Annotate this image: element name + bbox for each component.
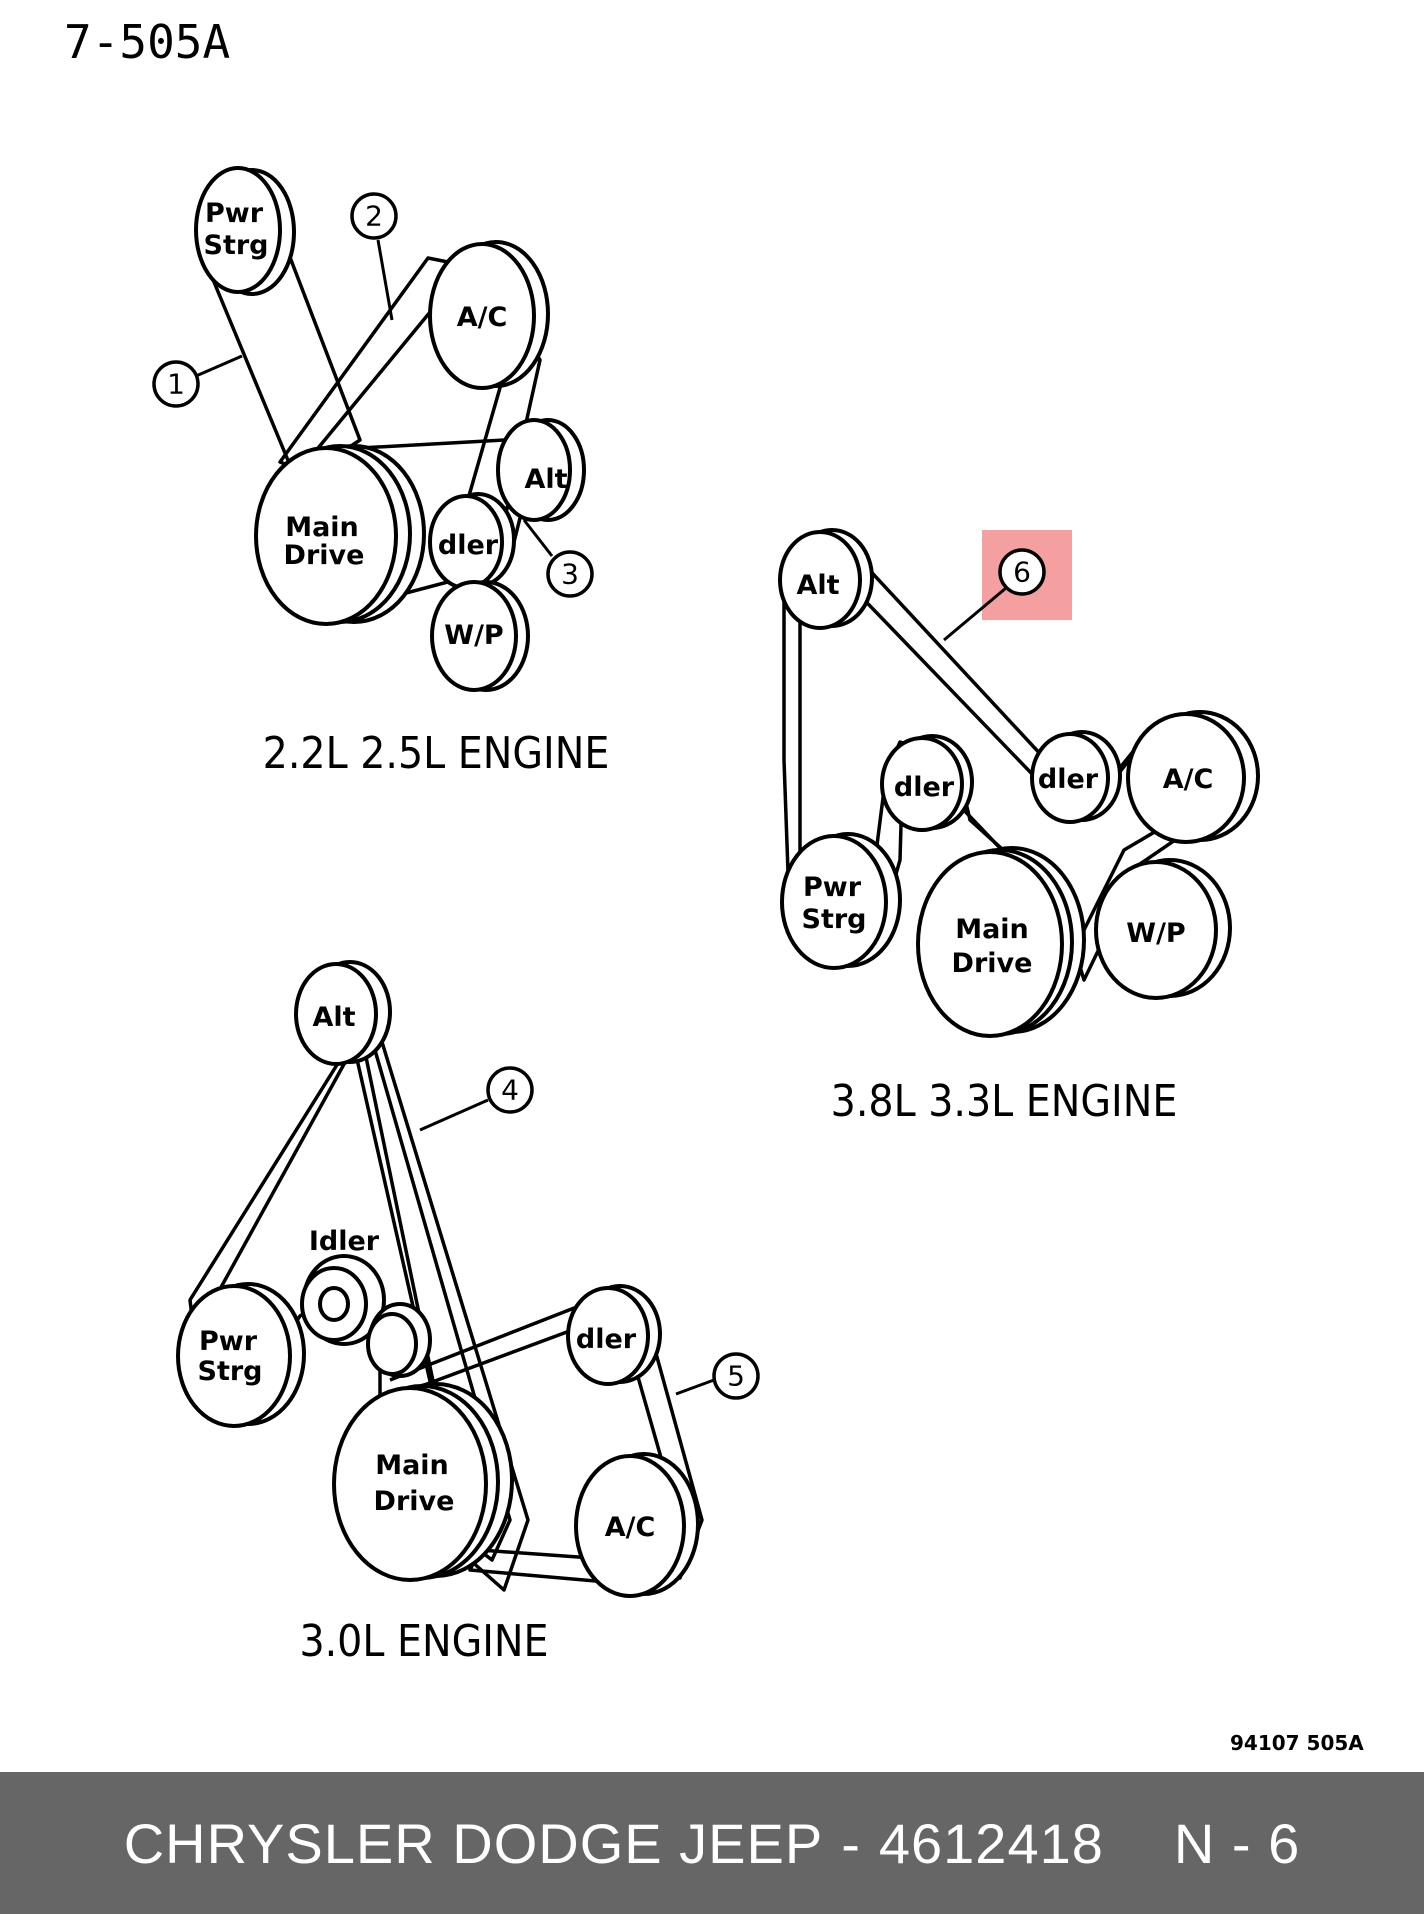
pulley-ac: A/C: [574, 1452, 700, 1598]
pulley-wp: W/P: [430, 580, 530, 692]
svg-text:Drive: Drive: [284, 540, 365, 571]
callout-1: 1: [152, 354, 243, 408]
engine-diagram-2-2l-2-5l: Pwr Strg A/C Alt Main Drive dler: [152, 166, 610, 779]
footer-brand: CHRYSLER DODGE JEEP: [123, 1811, 824, 1875]
svg-text:4: 4: [501, 1074, 519, 1107]
svg-text:Strg: Strg: [802, 904, 867, 935]
engine-caption-3-8l-3-3l: 3.8L 3.3L ENGINE: [831, 1076, 1178, 1127]
svg-text:Main: Main: [285, 512, 359, 543]
label-idler: Idler: [309, 1226, 380, 1257]
footer-separator: -: [841, 1811, 861, 1875]
svg-text:Pwr: Pwr: [205, 198, 264, 229]
pulley-alt: Alt: [778, 528, 874, 630]
engine-diagram-3-0l: Alt Idler Pwr Strg dler Main Drive: [176, 960, 760, 1667]
svg-text:Pwr: Pwr: [199, 1326, 258, 1357]
svg-text:dler: dler: [894, 772, 955, 803]
callout-5: 5: [675, 1352, 760, 1400]
svg-text:Alt: Alt: [524, 464, 567, 495]
svg-text:1: 1: [167, 368, 185, 401]
callout-6: 6: [943, 548, 1046, 642]
footer-bar: CHRYSLER DODGE JEEP - 4612418 N - 6: [0, 1772, 1424, 1914]
pulley-main-drive: Main Drive: [332, 1382, 514, 1582]
pulley-ac: A/C: [1126, 710, 1260, 844]
svg-text:Main: Main: [955, 914, 1029, 945]
svg-text:3: 3: [561, 558, 579, 591]
pulley-tensioner: [300, 1254, 432, 1378]
pulley-wp: W/P: [1094, 858, 1232, 1000]
pulley-idler-left: dler: [880, 734, 974, 832]
pulley-idler: dler: [428, 492, 516, 590]
svg-text:Drive: Drive: [374, 1486, 455, 1517]
svg-text:W/P: W/P: [444, 620, 503, 651]
pulley-idler: dler: [566, 1284, 662, 1386]
svg-text:W/P: W/P: [1126, 918, 1185, 949]
pulley-main-drive: Main Drive: [916, 846, 1086, 1038]
pulley-ac: A/C: [428, 240, 550, 390]
pulley-idler-upper: dler: [1030, 730, 1122, 824]
pulley-pwr-strg: Pwr Strg: [780, 832, 902, 970]
svg-text:dler: dler: [576, 1324, 637, 1355]
pulley-alt: Alt: [496, 418, 586, 522]
pulley-pwr-strg: Pwr Strg: [176, 1282, 306, 1428]
pulley-alt: Alt: [294, 960, 392, 1066]
svg-text:A/C: A/C: [1163, 764, 1214, 795]
reference-code: 94107 505A: [1230, 1731, 1364, 1755]
svg-text:A/C: A/C: [457, 302, 508, 333]
svg-text:dler: dler: [1038, 764, 1099, 795]
svg-text:6: 6: [1013, 556, 1031, 589]
svg-text:2: 2: [365, 200, 383, 233]
svg-text:dler: dler: [438, 530, 499, 561]
callout-4: 4: [419, 1066, 534, 1132]
svg-text:Alt: Alt: [312, 1002, 355, 1033]
footer-page: N - 6: [1173, 1811, 1301, 1875]
callout-2: 2: [350, 192, 398, 321]
svg-text:Strg: Strg: [204, 230, 269, 261]
footer-part-number: 4612418: [878, 1811, 1104, 1875]
svg-text:Drive: Drive: [952, 948, 1033, 979]
pulley-pwr-strg: Pwr Strg: [194, 166, 296, 296]
engine-diagram-3-8l-3-3l: Alt dler A/C dler Pwr Strg Main: [778, 528, 1260, 1127]
svg-text:Pwr: Pwr: [803, 872, 862, 903]
engine-caption-3-0l: 3.0L ENGINE: [299, 1616, 548, 1667]
belt-routing-diagram: 7-505A 94107 505A Pwr Strg A/C Alt M: [64, 15, 1364, 1755]
svg-text:Alt: Alt: [796, 570, 839, 601]
svg-text:Main: Main: [375, 1450, 449, 1481]
svg-text:A/C: A/C: [605, 1512, 656, 1543]
diagram-area: 7-505A 94107 505A Pwr Strg A/C Alt M: [64, 15, 1364, 1755]
engine-caption-2-2l-2-5l: 2.2L 2.5L ENGINE: [263, 728, 610, 779]
callout-3: 3: [522, 519, 594, 598]
drawing-id: 7-505A: [64, 15, 230, 69]
svg-text:5: 5: [727, 1360, 745, 1393]
svg-text:Strg: Strg: [198, 1356, 263, 1387]
pulley-main-drive: Main Drive: [254, 444, 426, 626]
